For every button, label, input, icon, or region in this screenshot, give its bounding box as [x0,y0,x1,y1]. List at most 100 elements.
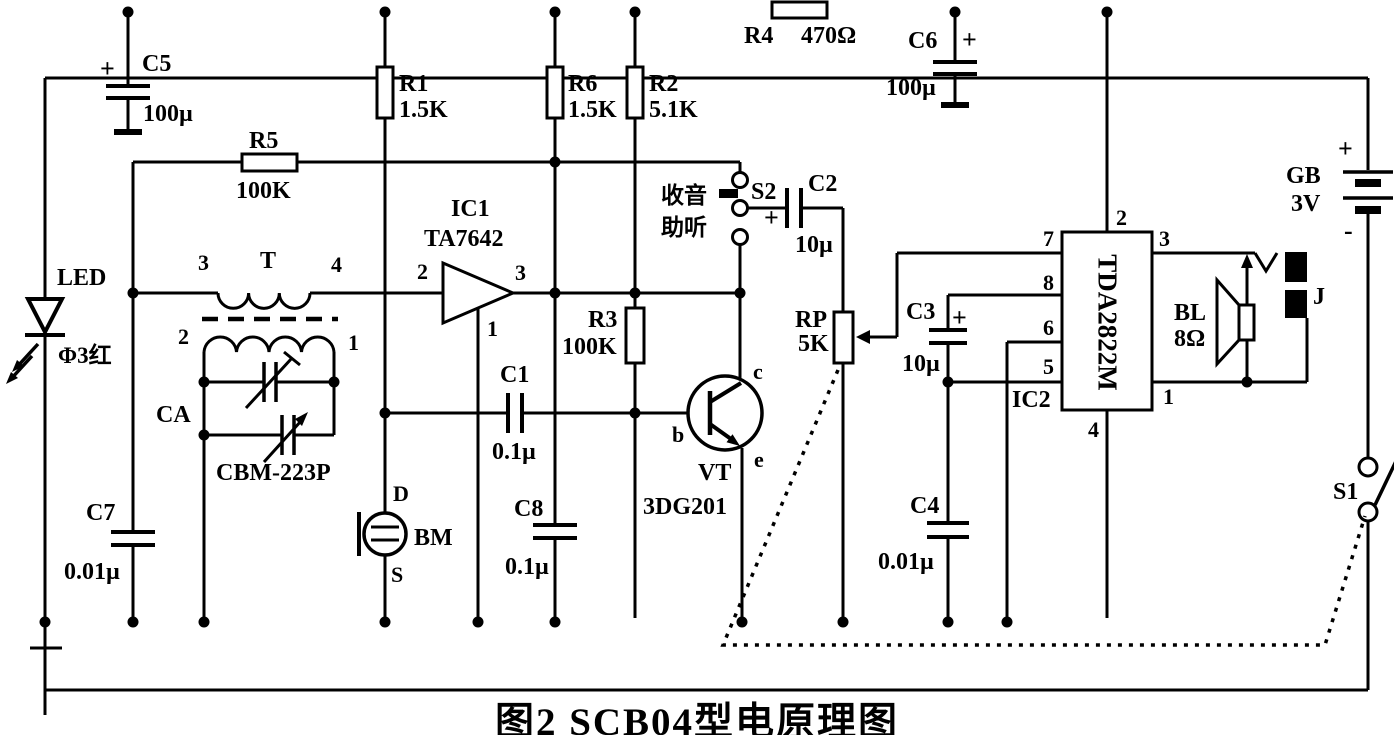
c5-label: C5 [142,51,172,77]
r6-value: 1.5K [568,97,617,123]
capacitor-c8-symbol [533,523,577,540]
capacitor-c2-symbol [747,188,845,312]
speaker-bl-symbol [1215,254,1256,382]
battery-gb-value: 3V [1291,191,1321,217]
r5-value: 100K [236,178,291,204]
c2-label: C2 [808,171,838,197]
ic2-pin7-label: 7 [1043,226,1054,251]
vt-e-label: e [754,447,764,472]
ic1-pin2-label: 2 [417,259,428,284]
c3-label: C3 [906,299,936,325]
vt-model: 3DG201 [643,494,727,520]
r5-label: R5 [249,128,279,154]
c6-plus-sign: + [962,25,977,54]
r6-label: R6 [568,71,598,97]
c7-value: 0.01µ [64,559,120,585]
ic1-label: IC1 [451,196,490,222]
switch-s1-symbol [1357,456,1394,690]
led-value: Φ3红 [58,343,112,368]
rp-value: 5K [798,331,829,357]
ic2-box [1060,12,1309,618]
ic2-pin6-wire [1005,340,1062,622]
resistor-r6-symbol [545,12,565,622]
junction-dots [39,6,1253,628]
c4-label: C4 [910,493,940,519]
resistor-r3-symbol [624,306,646,365]
capacitor-c1-symbol [385,393,710,433]
r1-label: R1 [399,71,429,97]
r4-label: R4 [744,23,774,49]
capacitor-c7-symbol [111,162,155,622]
c5-value: 100µ [143,101,193,127]
resistor-r5-symbol [133,152,742,173]
battery-gb-label: GB [1286,163,1321,189]
r3-value: 100K [562,334,617,360]
s2-hear-label: 助听 [661,215,707,240]
capacitor-c6-symbol [933,12,977,108]
s1-label: S1 [1333,479,1359,505]
ic2-pin5-label: 5 [1043,354,1054,379]
c1-label: C1 [500,362,530,388]
r2-label: R2 [649,71,679,97]
resistor-r2-symbol [625,12,645,618]
r3-label: R3 [588,307,618,333]
capacitor-c5-symbol [106,12,150,135]
bm-s-label: S [391,562,404,587]
led-label: LED [57,265,107,291]
r2-value: 5.1K [649,97,698,123]
t-pin4-label: 4 [331,252,342,277]
t-label: T [260,248,277,274]
potentiometer-rp-symbol [832,251,1062,622]
bm-label: BM [414,525,453,551]
c4-value: 0.01µ [878,549,934,575]
battery-gb-symbol [1343,170,1393,458]
ic2-pin4-label: 4 [1088,417,1099,442]
ic2-pin8-label: 8 [1043,270,1054,295]
ca-model: CBM-223P [216,460,331,486]
ic1-pin3-label: 3 [515,260,526,285]
resistor-r1-symbol [375,12,395,622]
bl-value: 8Ω [1174,326,1206,352]
variable-capacitor-ca-symbol [204,350,334,464]
capacitor-c4-symbol [927,380,1062,622]
transformer-t-symbol [133,291,443,622]
c8-value: 0.1µ [505,554,549,580]
c5-plus-sign: + [100,54,115,83]
vt-c-label: c [753,359,763,384]
microphone-bm-symbol [357,511,408,557]
c1-value: 0.1µ [492,439,536,465]
s2-radio-label: 收音 [661,183,707,208]
vt-b-label: b [672,422,685,447]
jack-j-symbol [1253,252,1307,318]
c2-plus-sign: + [764,203,779,232]
ic2-pin2-label: 2 [1116,205,1127,230]
battery-plus-sign: + [1338,134,1353,163]
switch-s2-symbol [719,171,749,293]
c6-value: 100µ [886,75,936,101]
ic1-model: TA7642 [424,226,504,252]
figure-caption: 图2 SCB04型电原理图 [494,701,900,735]
c8-label: C8 [514,496,544,522]
transistor-vt-symbol [686,293,764,622]
resistor-r4-symbol [770,0,829,20]
c3-plus-sign: + [952,303,967,332]
ic1-pin1-label: 1 [487,316,498,341]
capacitor-c3-symbol [929,293,1062,522]
s2-label: S2 [751,179,777,205]
ca-label: CA [156,402,191,428]
rp-label: RP [795,307,827,333]
c6-label: C6 [908,28,938,54]
t-pin1-label: 1 [348,330,359,355]
bl-label: BL [1174,300,1207,326]
bm-d-label: D [393,481,409,506]
ic2-pin6-label: 6 [1043,315,1054,340]
led-symbol [6,297,66,384]
power-rail [30,76,1370,715]
vt-label: VT [698,460,732,486]
t-pin2-label: 2 [178,324,189,349]
r1-value: 1.5K [399,97,448,123]
c7-label: C7 [86,500,116,526]
ic2-label: IC2 [1012,387,1051,413]
t-pin3-label: 3 [198,250,209,275]
